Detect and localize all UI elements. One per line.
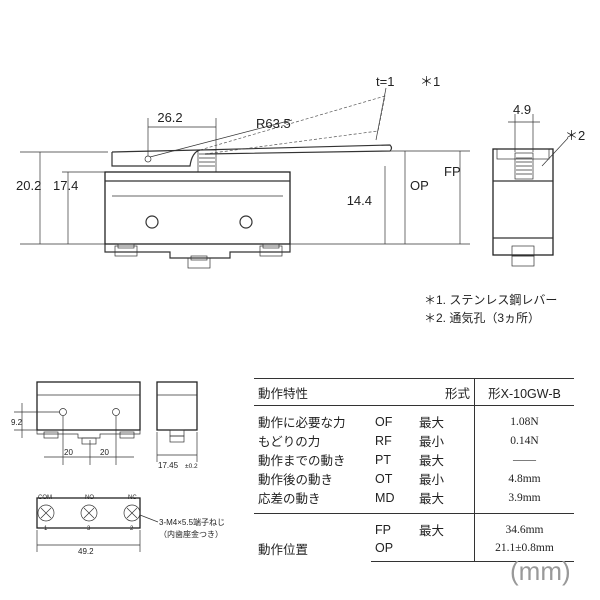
row-value: 4.8mm (473, 469, 574, 488)
table-header: 動作特性 形式 形X-10GW-B (254, 378, 574, 406)
header-label: 動作特性 (254, 378, 416, 406)
row-limit: 最大 (419, 454, 445, 468)
row-abbr: RF (375, 433, 392, 448)
mounting-hole-icon (239, 215, 253, 229)
row-limit: 最小 (419, 473, 445, 487)
screw-note-sub: （内歯座金つき） (159, 529, 223, 539)
dim-14-4: 14.4 (347, 193, 372, 208)
row-label: 応差の動き (254, 488, 372, 514)
table-row: 動作までの動き PT 最大 ―― (254, 450, 574, 469)
switch-body (104, 171, 291, 245)
dim-26-2: 26.2 (157, 110, 182, 125)
fp-limit: 最大 (419, 524, 445, 538)
table-row-fp: 動作位置 FP 最大 34.6mm (254, 513, 574, 557)
op-value: 21.1±0.8mm (473, 539, 574, 562)
dim-pitch-b: 20 (100, 448, 109, 457)
small-side-view: 17.45 ±0.2 (156, 381, 198, 470)
note-lever: ＊1. ステンレス鋼レバー (424, 293, 557, 307)
row-limit: 最大 (415, 488, 475, 514)
fp-abbr: FP (375, 522, 392, 537)
terminal-nc-icon (123, 504, 141, 522)
terminal-screw-icon (259, 245, 283, 257)
row-label: 動作後の動き (258, 473, 334, 487)
terminal-num-2: 2 (130, 526, 134, 532)
terminal-no-icon (80, 504, 98, 522)
note-vent: ＊2. 通気孔（3ヵ所） (424, 310, 540, 325)
dim-9-2: 9.2 (11, 418, 23, 427)
row-abbr: MD (371, 488, 416, 514)
table-row: 動作後の動き OT 最小 4.8mm (254, 469, 574, 488)
front-view: 26.2 R63.5 t=1 ＊1 20.2 17.4 OP FP 14.4 (16, 74, 470, 269)
row-label: 動作までの動き (258, 454, 346, 468)
row-abbr: PT (375, 452, 392, 467)
row-label: もどりの力 (258, 435, 321, 449)
dim-17-4: 17.4 (53, 178, 78, 193)
notes: ＊1. ステンレス鋼レバー ＊2. 通気孔（3ヵ所） (424, 293, 557, 325)
row-value: 3.9mm (473, 488, 574, 514)
terminal-screw-icon (187, 257, 211, 269)
terminal-screw-icon (114, 245, 138, 257)
terminal-num-1: 1 (44, 526, 48, 532)
dim-pitch-a: 20 (64, 448, 73, 457)
terminal-com-icon (37, 504, 55, 522)
table-row: もどりの力 RF 最小 0.14N (254, 431, 574, 450)
table-row: 応差の動き MD 最大 3.9mm (254, 488, 574, 514)
header-model: 形X-10GW-B (473, 378, 574, 406)
dim-4-9: 4.9 (513, 102, 531, 117)
dim-49-2: 49.2 (78, 547, 94, 556)
header-type: 形式 (415, 378, 475, 406)
small-front-view: 9.2 20 20 (11, 381, 141, 465)
terminal-com-label: COM (38, 495, 52, 501)
dim-tolerance: ±0.2 (185, 463, 198, 470)
screw-note: 3-M4×5.5端子ねじ (159, 517, 225, 527)
dim-20-2: 20.2 (16, 178, 41, 193)
op-limit-empty (415, 539, 475, 562)
row-value: 1.08N (473, 405, 574, 431)
dim-r63-5: R63.5 (256, 116, 291, 131)
position-label: 動作位置 (258, 542, 309, 557)
side-view: 4.9 ＊2 (492, 102, 585, 267)
fp-value: 34.6mm (473, 513, 574, 539)
row-value: 0.14N (473, 431, 574, 450)
row-limit: 最小 (419, 435, 445, 449)
dim-thickness: t=1 (376, 74, 394, 89)
row-value: ―― (473, 450, 574, 469)
op-abbr: OP (371, 539, 416, 562)
table-row-op: OP 21.1±0.8mm (254, 539, 574, 562)
terminal-no-label: NO (85, 495, 94, 501)
operating-characteristics-table: 動作特性 形式 形X-10GW-B 動作に必要な力 OF 最大 1.08N もど… (254, 378, 574, 562)
dim-fp: FP (444, 164, 461, 179)
unit-label: (mm) (510, 556, 571, 586)
terminal-nc-label: NC (128, 495, 137, 501)
row-abbr: OF (375, 414, 393, 429)
row-abbr: OT (375, 471, 393, 486)
vent-note-mark: ＊2 (565, 128, 585, 143)
lever-note-mark: ＊1 (420, 74, 440, 89)
row-label: 動作に必要な力 (258, 416, 346, 430)
mounting-hole-icon (145, 215, 159, 229)
table-row: 動作に必要な力 OF 最大 1.08N (254, 405, 574, 431)
terminal-view: COM NO NC 1 3 2 49.2 3-M4×5.5端子ねじ （内歯座金つ… (36, 495, 225, 556)
terminal-num-3: 3 (87, 526, 91, 532)
dim-17-45: 17.45 (158, 461, 179, 470)
row-limit: 最大 (419, 416, 445, 430)
dim-op: OP (410, 178, 429, 193)
